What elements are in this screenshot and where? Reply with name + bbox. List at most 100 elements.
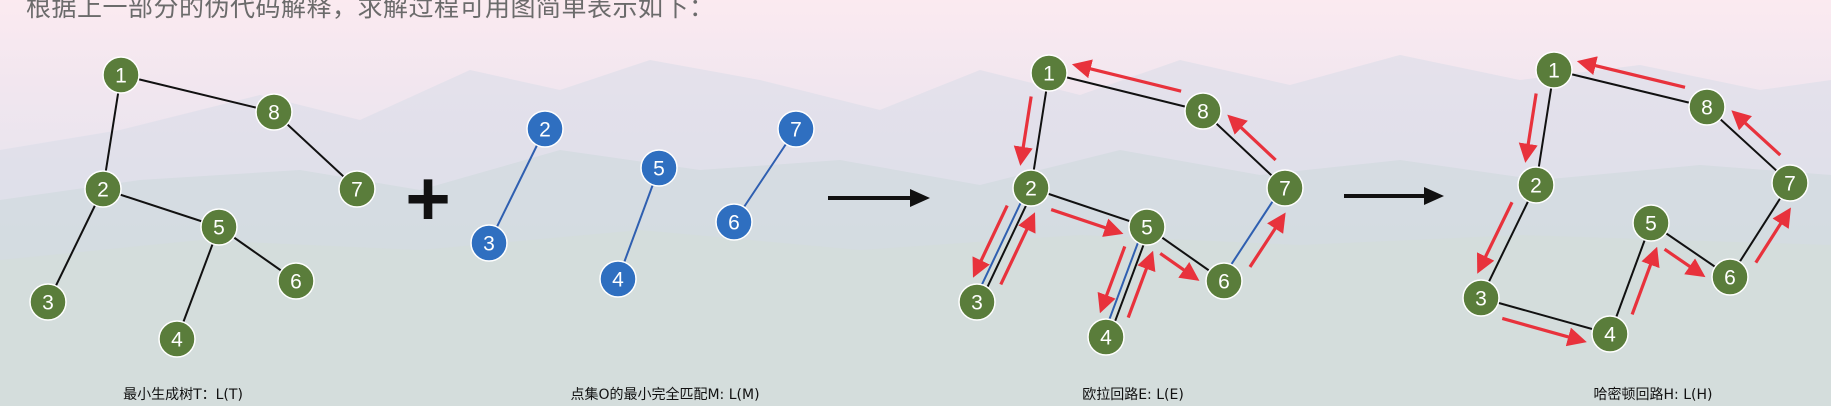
hamilton-node-1: 1: [1535, 51, 1573, 89]
transform-arrow-1: [828, 189, 930, 207]
euler-node-circle: [1184, 92, 1222, 130]
euler-arrow-6-7-8: [1248, 212, 1286, 268]
euler-arrow-5-6-7: [1159, 252, 1200, 281]
hamilton-edge-2-1: [1535, 69, 1555, 186]
euler-node-circle: [958, 283, 996, 321]
euler-arrow-2-5-4: [1050, 208, 1124, 237]
hamilton-node-2: 2: [1517, 166, 1555, 204]
hamilton-node-5: 5: [1632, 204, 1670, 242]
euler-node-circle: [1012, 169, 1050, 207]
euler-node-circle: [1087, 318, 1125, 356]
euler-node-8: 8: [1184, 92, 1222, 130]
hamilton-node-circle: [1591, 315, 1629, 353]
hamilton-edge-1-8: [1553, 69, 1708, 108]
matching-node-2: 2: [526, 110, 564, 148]
hamilton-node-label: 6: [1724, 267, 1736, 290]
matching-node-6: 6: [715, 203, 753, 241]
hamilton-node-circle: [1632, 204, 1670, 242]
hamilton-arrow-3-4-3: [1501, 316, 1587, 347]
mst-node-label: 7: [351, 179, 363, 202]
matching-node-circle: [470, 224, 508, 262]
matching-node-label: 5: [653, 158, 665, 181]
mst-node-circle: [200, 208, 238, 246]
mst-node-label: 6: [290, 271, 302, 294]
hamilton-node-label: 5: [1645, 213, 1657, 236]
euler-node-3: 3: [958, 283, 996, 321]
matching-node-label: 2: [539, 119, 551, 142]
euler-node-7: 7: [1266, 169, 1304, 207]
euler-node-label: 5: [1141, 217, 1153, 240]
matching-edge-5-4: [617, 167, 660, 280]
mst-node-8: 8: [255, 93, 293, 131]
hamilton-node-7: 7: [1771, 164, 1809, 202]
matching-node-circle: [526, 110, 564, 148]
mst-node-circle: [84, 170, 122, 208]
mst-node-label: 4: [171, 329, 183, 352]
mst-node-circle: [277, 262, 315, 300]
euler-node-label: 7: [1279, 178, 1291, 201]
mst-edge-2-3: [47, 188, 104, 303]
euler-arrow-5-4-5: [1097, 245, 1127, 314]
hamilton-node-label: 7: [1784, 173, 1796, 196]
euler-node-label: 3: [971, 292, 983, 315]
hamilton-node-label: 4: [1604, 324, 1616, 347]
euler-node-label: 1: [1043, 63, 1055, 86]
hamilton-arrow-6-7-6: [1754, 207, 1791, 264]
matching-node-circle: [599, 260, 637, 298]
hamilton-arrow-8-1-0: [1576, 56, 1686, 89]
hamilton-node-6: 6: [1711, 258, 1749, 296]
euler-blue-edge-2-3: [973, 186, 1030, 302]
euler-node-label: 8: [1197, 101, 1209, 124]
matching-edge-2-3: [488, 128, 546, 244]
euler-node-5: 5: [1128, 208, 1166, 246]
mst-node-label: 8: [268, 102, 280, 125]
euler-arrow-8-1-0: [1071, 59, 1182, 93]
euler-node-circle: [1266, 169, 1304, 207]
mst-node-5: 5: [200, 208, 238, 246]
hamilton-arrow-5-6-5: [1663, 247, 1706, 278]
euler-node-6: 6: [1205, 262, 1243, 300]
euler-blue-edge-7-6: [1220, 185, 1284, 280]
hamilton-edge-3-2: [1480, 184, 1537, 299]
matching-node-3: 3: [470, 224, 508, 262]
hamilton-node-8: 8: [1688, 88, 1726, 126]
mst-node-6: 6: [277, 262, 315, 300]
mst-node-circle: [338, 170, 376, 208]
hamilton-node-circle: [1771, 164, 1809, 202]
arrows-layer: [972, 56, 1791, 347]
matching-node-5: 5: [640, 149, 678, 187]
hamilton-node-label: 3: [1475, 288, 1487, 311]
euler-edge-1-2: [1030, 72, 1050, 189]
hamilton-node-label: 1: [1548, 60, 1560, 83]
euler-node-circle: [1205, 262, 1243, 300]
mst-node-circle: [158, 320, 196, 358]
mst-node-circle: [29, 283, 67, 321]
euler-blue-edge-5-4: [1102, 225, 1146, 337]
mst-node-2: 2: [84, 170, 122, 208]
hamilton-arrow-1-2-1: [1518, 93, 1538, 163]
hamilton-arrow-4-5-4: [1630, 246, 1660, 316]
matching-node-circle: [640, 149, 678, 187]
euler-node-label: 4: [1100, 327, 1112, 350]
euler-edge-5-4: [1107, 227, 1151, 339]
mst-edge-8-7: [273, 111, 358, 190]
euler-arrow-1-2-1: [1013, 96, 1033, 166]
transform-arrow-2: [1344, 187, 1444, 205]
euler-node-circle: [1128, 208, 1166, 246]
hamilton-node-label: 8: [1701, 97, 1713, 120]
euler-node-4: 4: [1087, 318, 1125, 356]
hamilton-node-circle: [1462, 279, 1500, 317]
caption-mst: 最小生成树T：L(T): [123, 387, 243, 403]
hamilton-node-label: 2: [1530, 175, 1542, 198]
mst-edge-1-2: [102, 74, 122, 190]
mst-node-1: 1: [102, 56, 140, 94]
mst-node-circle: [102, 56, 140, 94]
matching-node-label: 3: [483, 233, 495, 256]
matching-node-label: 4: [612, 269, 624, 292]
matching-node-label: 7: [790, 119, 802, 142]
euler-arrow-2-3-2: [972, 204, 1009, 278]
matching-node-circle: [715, 203, 753, 241]
intro-text: 根据上一部分的伪代码解释，求解过程可用图简单表示如下：: [26, 0, 715, 22]
